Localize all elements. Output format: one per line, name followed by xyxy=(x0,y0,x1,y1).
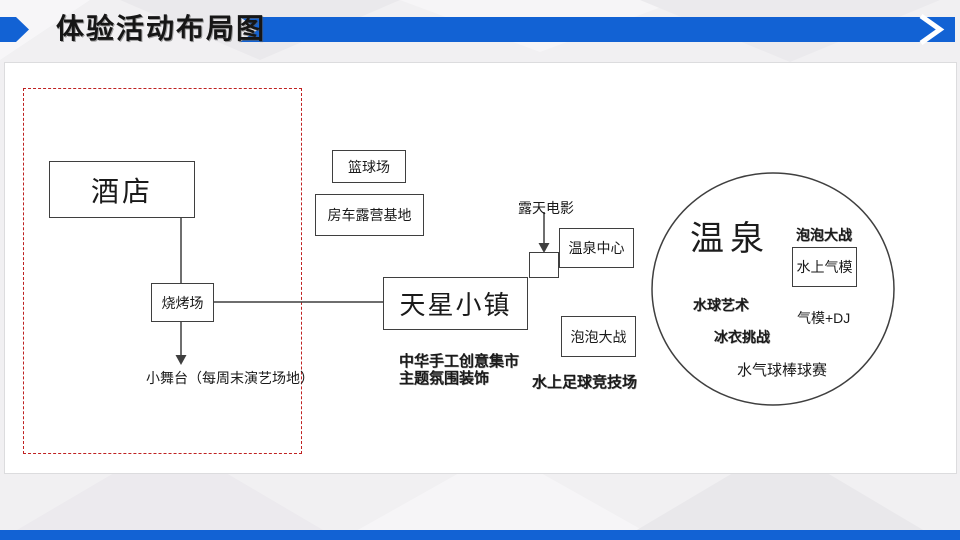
hotel-box: 酒店 xyxy=(49,161,195,218)
water-balloon-baseball-label: 水气球棒球赛 xyxy=(737,362,828,379)
tianxing-town-box: 天星小镇 xyxy=(383,277,528,330)
ice-suit-challenge-label: 冰衣挑战 xyxy=(714,329,770,345)
water-inflatable-box: 水上气模 xyxy=(792,247,857,287)
inflatable-dj-label: 气模+DJ xyxy=(797,310,851,326)
open-air-movie-label: 露天电影 xyxy=(518,200,574,216)
bbq-area-box: 烧烤场 xyxy=(151,283,214,322)
circle-bubble-battle-label: 泡泡大战 xyxy=(796,227,852,243)
bubble-battle-box: 泡泡大战 xyxy=(561,316,636,357)
craft-market-label: 中华手工创意集市 主题氛围装饰 xyxy=(399,353,519,387)
header-bar xyxy=(0,13,955,46)
rv-camping-base-box: 房车露营基地 xyxy=(315,194,424,236)
water-soccer-label: 水上足球竞技场 xyxy=(532,374,638,391)
small-stage-label: 小舞台（每周末演艺场地） xyxy=(146,370,314,386)
basketball-court-box: 篮球场 xyxy=(332,150,406,183)
title-accent-bar xyxy=(240,17,955,42)
craft-market-line2: 主题氛围装饰 xyxy=(399,370,490,387)
page-title: 体验活动布局图 xyxy=(56,13,267,44)
hot-spring-title: 温泉 xyxy=(690,220,770,258)
junction-box xyxy=(529,252,559,278)
craft-market-line1: 中华手工创意集市 xyxy=(399,353,520,370)
arrow-right-icon xyxy=(0,17,29,42)
bottom-accent-bar xyxy=(0,530,960,540)
hotel-zone-dashed-border xyxy=(23,88,302,454)
chevron-right-icon xyxy=(919,13,945,46)
water-ball-art-label: 水球艺术 xyxy=(693,297,749,313)
hot-spring-center-box: 温泉中心 xyxy=(559,228,634,268)
